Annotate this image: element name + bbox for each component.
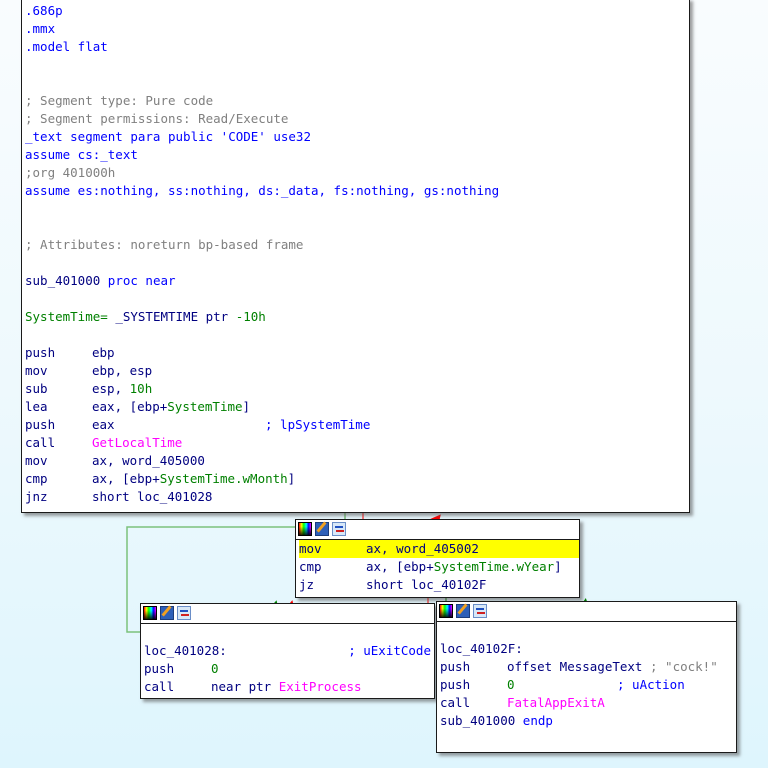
color-icon[interactable]	[439, 604, 453, 618]
code-line[interactable]: SystemTime= _SYSTEMTIME ptr -10h	[25, 309, 266, 324]
blank-line[interactable]	[25, 200, 689, 218]
graph-icon[interactable]	[332, 522, 346, 536]
blank-line[interactable]	[25, 218, 689, 236]
endp-line[interactable]: sub_401000 endp	[440, 713, 553, 728]
main-code-block[interactable]: .686p .mmx .model flat ; Segment type: Pure…	[21, 0, 690, 513]
code-line[interactable]: _text segment para public 'CODE' use32	[25, 129, 311, 144]
node-header	[141, 604, 434, 624]
node-header	[296, 520, 579, 540]
blank-line	[25, 326, 689, 344]
code-line[interactable]: ; Segment permissions: Read/Execute	[25, 111, 289, 126]
code-line[interactable]: .mmx	[25, 21, 56, 36]
code-line[interactable]: sub_401000 proc near	[25, 273, 176, 288]
blank-line[interactable]	[25, 74, 689, 92]
code-line[interactable]: ; Attributes: noreturn bp-based frame	[25, 237, 304, 252]
blank-line[interactable]	[25, 56, 689, 74]
code-line[interactable]: .686p	[25, 3, 63, 18]
label-line[interactable]: loc_401028:; uExitCode	[144, 643, 431, 658]
code-line[interactable]: ;org 401000h	[25, 165, 116, 180]
blank-line[interactable]	[25, 254, 689, 272]
graph-icon[interactable]	[177, 606, 191, 620]
code-line[interactable]: ; Segment type: Pure code	[25, 93, 214, 108]
color-icon[interactable]	[298, 522, 312, 536]
edit-icon[interactable]	[456, 604, 470, 618]
color-icon[interactable]	[143, 606, 157, 620]
label-line[interactable]: loc_40102F:	[440, 641, 523, 656]
code-line[interactable]: .model flat	[25, 39, 108, 54]
node-header	[437, 602, 736, 622]
code-line[interactable]: assume es:nothing, ss:nothing, ds:_data,…	[25, 183, 500, 198]
graph-icon[interactable]	[473, 604, 487, 618]
edit-icon[interactable]	[315, 522, 329, 536]
code-line[interactable]: assume cs:_text	[25, 147, 138, 162]
blank-line[interactable]	[25, 290, 689, 308]
edit-icon[interactable]	[160, 606, 174, 620]
